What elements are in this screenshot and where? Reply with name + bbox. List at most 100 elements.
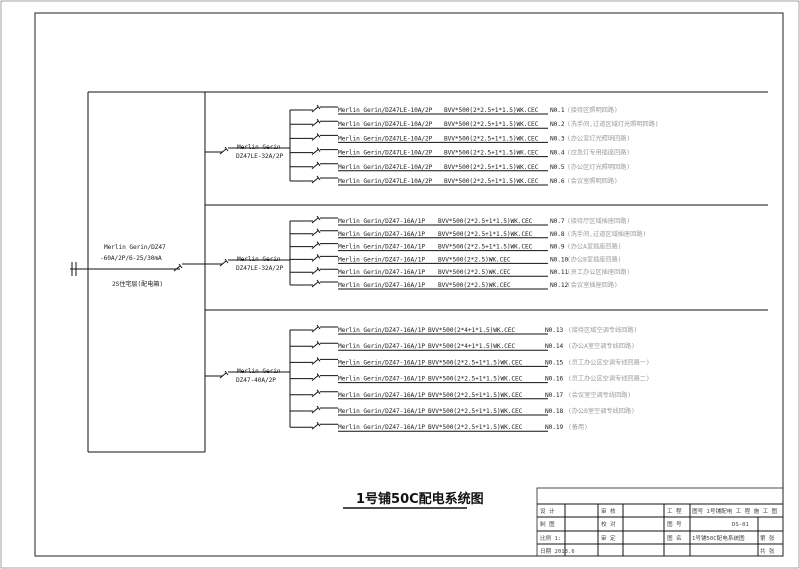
tb-r3c3: 审 定 xyxy=(601,534,616,542)
group-1-circuit-3-breaker-tick xyxy=(316,133,321,138)
group-2-circuit-2-breaker-label: Merlin Gerin/DZ47-16A/1P xyxy=(338,231,425,238)
group-2-circuit-6-number: N0.12 xyxy=(550,282,569,289)
group-3-circuit-7-number: N0.19 xyxy=(545,424,564,431)
group-3-circuit-3-description: (员工办公区空调专线回路一) xyxy=(568,358,650,366)
tb-r3c1: 比例 1: xyxy=(540,534,561,542)
drawing-title: 1号铺50C配电系统图 xyxy=(356,491,484,507)
tb-r1c1: 设 计 xyxy=(540,507,555,515)
group-3-circuit-5-description: (会议室空调专线回路) xyxy=(568,391,631,399)
tb-r4c6: 共 张 xyxy=(760,547,775,555)
group-1-circuit-1-breaker-tick xyxy=(316,104,321,110)
group-1-circuit-4-cable-label: BVV*500(2*2.5+1*1.5)WK.CEC xyxy=(444,150,539,157)
group-2-breaker-label-1: Merlin Gerin xyxy=(237,256,281,263)
group-2-circuit-6-breaker-label: Merlin Gerin/DZ47-16A/1P xyxy=(338,282,425,289)
group-1-circuit-5-breaker-label: Merlin Gerin/DZ47LE-10A/2P xyxy=(338,164,433,171)
group-1-circuit-1-breaker-blade xyxy=(311,106,319,113)
group-2-circuit-3-number: N0.9 xyxy=(550,244,565,251)
group-2-circuit-2-description: (洗手间,过道区域插座回路) xyxy=(567,230,646,238)
group-3-circuit-4-breaker-tick xyxy=(316,373,321,378)
group-2-circuit-1-breaker-tick xyxy=(316,215,321,221)
tb-r3c5: 图 名 xyxy=(667,534,682,542)
group-2-circuit-1-cable-label: BVV*500(2*2.5+1*1.5)WK.CEC xyxy=(438,218,533,225)
group-2-circuit-5-breaker-tick xyxy=(316,266,321,272)
group-1-circuit-5-description: (办公区灯光照明回路) xyxy=(567,163,630,171)
tb-r2c1: 制 图 xyxy=(540,520,555,528)
group-2-breaker-label-2: DZ47LE-32A/2P xyxy=(236,265,284,272)
group-3-circuit-3-breaker-label: Merlin Gerin/DZ47-16A/1P xyxy=(338,359,425,366)
tb-drawing-name: 1号铺50C配电系统图 xyxy=(692,534,745,542)
group-1-circuit-6-breaker-tick xyxy=(316,175,321,181)
group-3-circuit-6-breaker-blade xyxy=(311,407,319,414)
group-1-circuit-3-breaker-label: Merlin Gerin/DZ47LE-10A/2P xyxy=(338,135,433,142)
group-2-circuit-2-breaker-tick xyxy=(316,228,321,234)
group-2-circuit-4-breaker-tick xyxy=(316,254,321,259)
group-2-circuit-6-breaker-tick xyxy=(316,279,321,285)
group-1-circuit-4-breaker-tick xyxy=(316,147,321,152)
group-3-circuit-6-breaker-tick xyxy=(316,405,321,411)
group-1-circuit-3-number: N0.3 xyxy=(550,135,565,142)
group-3-circuit-7-cable-label: BVV*500(2*2.5+1*1.5)WK.CEC xyxy=(428,424,523,431)
group-3-circuit-3-cable-label: BVV*500(2*2.5+1*1.5)WK.CEC xyxy=(428,359,523,366)
group-1-circuit-2-description: (洗手间,过道区域灯光照明回路) xyxy=(567,120,659,128)
group-3-circuit-5-cable-label: BVV*500(2*2.5+1*1.5)WK.CEC xyxy=(428,392,523,399)
group-3-circuit-4-cable-label: BVV*500(2*2.5+1*1.5)WK.CEC xyxy=(428,376,523,383)
group-3-circuit-1-cable-label: BVV*500(2*4+1*1.5)WK.CEC xyxy=(428,327,515,334)
group-2-circuit-1-breaker-label: Merlin Gerin/DZ47-16A/1P xyxy=(338,218,425,225)
group-2-circuit-5-number: N0.11 xyxy=(550,269,569,276)
main-breaker-label-2: -60A/2P/6-25/30mA xyxy=(100,255,162,262)
group-3-circuit-1-description: (接待区域空调专线回路) xyxy=(568,326,637,334)
group-3-circuit-2-number: N0.14 xyxy=(545,343,564,350)
group-3-circuit-4-description: (员工办公区空调专线回路二) xyxy=(568,375,650,383)
group-3-circuit-3-breaker-blade xyxy=(311,359,319,365)
group-1-circuit-2-number: N0.2 xyxy=(550,121,565,128)
group-1-circuit-2-breaker-blade xyxy=(311,120,319,127)
group-3-circuit-3-number: N0.15 xyxy=(545,359,564,366)
group-2-circuit-1-description: (接待厅区域插座回路) xyxy=(567,217,630,225)
group-1-circuit-4-breaker-blade xyxy=(311,149,319,155)
group-2-circuit-3-breaker-label: Merlin Gerin/DZ47-16A/1P xyxy=(338,244,425,251)
group-1-circuit-6-description: (会议室照明回路) xyxy=(567,177,618,185)
group-3-circuit-3-breaker-tick xyxy=(316,357,321,362)
group-1-circuit-4-breaker-label: Merlin Gerin/DZ47LE-10A/2P xyxy=(338,150,433,157)
group-1-circuit-5-number: N0.5 xyxy=(550,164,565,171)
group-2-circuit-5-breaker-blade xyxy=(311,268,319,275)
group-3-circuit-2-breaker-blade xyxy=(311,342,319,349)
group-2-circuit-2-number: N0.8 xyxy=(550,231,565,238)
group-3-circuit-1-number: N0.13 xyxy=(545,327,564,334)
group-3-circuit-2-description: (办公A室空调专线回路) xyxy=(568,342,635,350)
group-1-breaker-label-2: DZ47LE-32A/2P xyxy=(236,153,284,160)
group-1-circuit-5-cable-label: BVV*500(2*2.5+1*1.5)WK.CEC xyxy=(444,164,539,171)
group-1-breaker-blade xyxy=(219,148,227,155)
main-breaker-tick xyxy=(178,263,183,269)
tb-r2c5: 图 号 xyxy=(667,520,682,528)
group-3-circuit-6-description: (办公B室空调专线回路) xyxy=(568,407,635,415)
group-1-breaker-tick xyxy=(224,146,229,152)
group-3-circuit-7-breaker-tick xyxy=(316,421,321,427)
group-2-circuit-4-breaker-label: Merlin Gerin/DZ47-16A/1P xyxy=(338,256,425,263)
group-3-circuit-6-breaker-label: Merlin Gerin/DZ47-16A/1P xyxy=(338,408,425,415)
group-1-circuit-6-cable-label: BVV*500(2*2.5+1*1.5)WK.CEC xyxy=(444,178,539,185)
group-3-breaker-tick xyxy=(224,370,229,376)
group-3-circuit-1-breaker-tick xyxy=(316,324,321,330)
group-2-circuit-2-breaker-blade xyxy=(311,230,319,237)
main-breaker-label-1: Merlin Gerin/DZ47 xyxy=(104,244,166,251)
tb-r1c6: 图号 1号铺配电 工 程 施 工 图 xyxy=(692,507,778,515)
group-3-circuit-4-number: N0.16 xyxy=(545,376,564,383)
group-1-circuit-2-cable-label: BVV*500(2*2.5+1*1.5)WK.CEC xyxy=(444,121,539,128)
group-3-circuit-6-cable-label: BVV*500(2*2.5+1*1.5)WK.CEC xyxy=(428,408,523,415)
group-2-breaker-tick xyxy=(224,258,229,264)
group-2-circuit-5-breaker-label: Merlin Gerin/DZ47-16A/1P xyxy=(338,269,425,276)
group-1-breaker-label-1: Merlin Gerin xyxy=(237,144,281,151)
group-2-circuit-6-cable-label: BVV*500(2*2.5)WK.CEC xyxy=(438,282,511,289)
group-1-circuit-2-breaker-tick xyxy=(316,118,321,124)
group-2-circuit-4-cable-label: BVV*500(2*2.5)WK.CEC xyxy=(438,256,511,263)
tb-r3c6: 第 张 xyxy=(760,534,775,542)
group-2-circuit-4-number: N0.10 xyxy=(550,256,569,263)
tb-r2c6: DS-01 xyxy=(732,522,749,528)
group-1-circuit-1-cable-label: BVV*500(2*2.5+1*1.5)WK.CEC xyxy=(444,107,539,114)
inner-frame xyxy=(34,12,784,557)
group-2-circuit-2-cable-label: BVV*500(2*2.5+1*1.5)WK.CEC xyxy=(438,231,533,238)
group-1-circuit-1-breaker-label: Merlin Gerin/DZ47LE-10A/2P xyxy=(338,107,433,114)
